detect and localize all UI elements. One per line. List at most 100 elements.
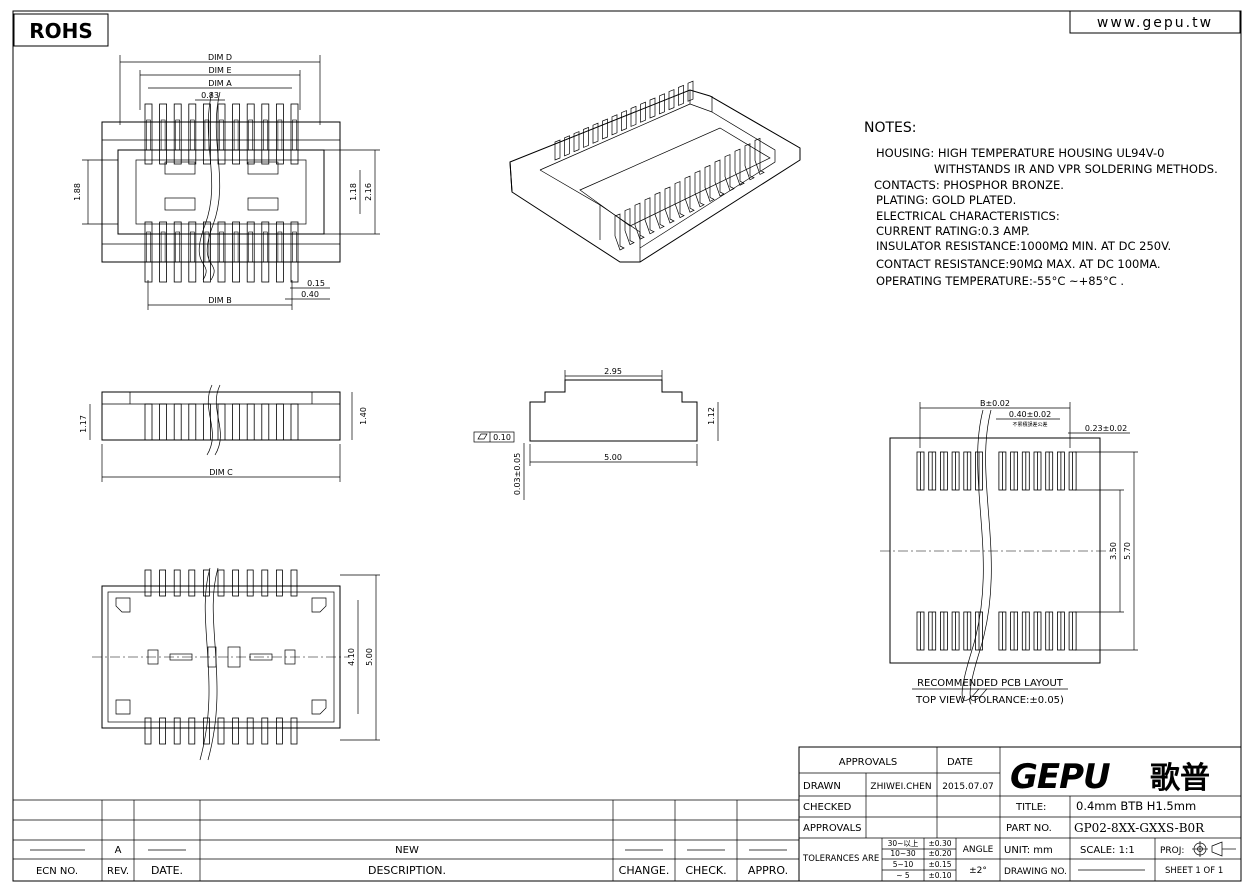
iso-contact [668, 89, 675, 111]
contact-pin [246, 103, 255, 165]
website-box [1069, 10, 1241, 34]
pcb-pitch-note: 不累積誤差公差 [1012, 421, 1047, 428]
pcb-b-label: B±0.02 [980, 399, 1010, 408]
front-pin [261, 403, 270, 441]
contact-pin-inner [175, 119, 180, 151]
note-line-1: HOUSING: HIGH TEMPERATURE HOUSING UL94V-… [876, 146, 1164, 160]
contact-pin [159, 221, 168, 283]
bottom-pin [173, 569, 181, 597]
dim-117-label: 1.17 [79, 415, 88, 433]
dim-112-label: 1.12 [707, 407, 716, 425]
iso-contact [644, 197, 655, 235]
header-check: CHECK. [685, 864, 726, 877]
iso-contact [734, 148, 745, 186]
header-description: DESCRIPTION. [368, 864, 446, 877]
contact-pin [144, 221, 153, 283]
title-block: APPROVALS DATE DRAWN ZHIWEI.CHEN 2015.07… [798, 746, 1242, 882]
website-label: www.gepu.tw [1097, 15, 1213, 31]
contact-pin [188, 103, 197, 165]
approvals-label: APPROVALS [803, 823, 862, 834]
front-pin [159, 403, 168, 441]
iso-contact [664, 186, 675, 224]
contact-pin [159, 103, 168, 165]
dim-b-label: DIM B [208, 296, 231, 305]
drawn-label: DRAWN [803, 781, 841, 792]
rev-value: A [115, 845, 122, 856]
dim-c-label: DIM C [209, 468, 233, 477]
iso-contact [649, 97, 656, 119]
front-pin [217, 403, 226, 441]
pcb-pitch-label: 0.40±0.02 [1009, 410, 1051, 419]
drawing-no-label: DRAWING NO. [1004, 867, 1067, 877]
contact-pin-inner [146, 119, 151, 151]
iso-contact [611, 114, 618, 136]
pcb-pad-width-label: 0.23±0.02 [1085, 424, 1127, 433]
side-view: 2.95 1.12 0.10 5.00 0.03±0.05 [473, 367, 719, 500]
iso-contact [573, 131, 580, 153]
tol-value-1: ±0.30 [929, 839, 952, 848]
contact-pin-inner [292, 119, 297, 151]
iso-contact [624, 208, 635, 246]
bottom-pin [290, 569, 298, 597]
rohs-label: ROHS [29, 19, 93, 43]
scale-label: SCALE: 1:1 [1080, 845, 1135, 856]
bottom-pin [159, 717, 167, 745]
dim-015-label: 0.15 [307, 279, 325, 288]
note-line-7: INSULATOR RESISTANCE:1000MΩ MIN. AT DC 2… [876, 239, 1171, 253]
dim-500-bottom-label: 5.00 [365, 648, 374, 666]
iso-contact [744, 143, 755, 181]
angle-tolerance: ±2° [969, 866, 987, 876]
part-no-value: GP02-8XX-GXXS-B0R [1074, 821, 1205, 835]
contact-pin [144, 103, 153, 165]
note-line-3: CONTACTS: PHOSPHOR BRONZE. [874, 178, 1064, 192]
coplanarity-label: 0.03±0.05 [513, 453, 522, 495]
tol-value-2: ±0.20 [929, 849, 952, 858]
description-value: NEW [395, 845, 419, 856]
iso-contact [687, 80, 694, 102]
note-line-5: ELECTRICAL CHARACTERISTICS: [876, 209, 1060, 223]
bottom-pin [232, 717, 240, 745]
bottom-view: 4.10 5.00 [92, 567, 380, 761]
top-view: DIM D DIM E DIM A 0.83 1.88 1.18 2 [73, 53, 380, 310]
contact-pin-inner [146, 231, 151, 263]
contact-pin [246, 221, 255, 283]
contact-pin-inner [190, 231, 195, 263]
dim-040-label: 0.40 [301, 290, 319, 299]
bottom-pin [217, 569, 225, 597]
contact-pin [202, 221, 211, 283]
revision-block: A NEW ECN NO. REV. DATE. DESCRIPTION. CH… [13, 799, 799, 881]
front-pin [188, 403, 197, 441]
rohs-box [13, 13, 109, 47]
tol-value-4: ±0.10 [929, 871, 952, 880]
bottom-pin [159, 569, 167, 597]
front-pin [232, 403, 241, 441]
bottom-pin [246, 717, 254, 745]
sheet-border [12, 10, 1242, 882]
contact-pin-inner [277, 119, 283, 151]
contact-pin [261, 221, 270, 283]
part-no-label: PART NO. [1006, 823, 1052, 834]
bottom-pin [144, 717, 152, 745]
tol-range-3: 5~10 [893, 860, 914, 869]
note-line-2: WITHSTANDS IR AND VPR SOLDERING METHODS. [934, 162, 1218, 176]
dim-140-label: 1.40 [359, 407, 368, 425]
note-line-9: OPERATING TEMPERATURE:-55°C ~+85°C . [876, 274, 1124, 288]
bottom-pin [261, 569, 269, 597]
bottom-pin [202, 569, 210, 597]
bottom-pin [232, 569, 240, 597]
iso-contact [714, 159, 725, 197]
contact-pin-inner [204, 231, 210, 263]
sheet-label: SHEET 1 OF 1 [1165, 866, 1223, 876]
front-pin [246, 403, 255, 441]
front-view: 1.17 1.40 DIM C [79, 384, 368, 482]
dim-216-label: 2.16 [364, 183, 373, 201]
contact-pin [202, 103, 211, 165]
iso-contact [614, 213, 625, 251]
tol-range-2: 10~30 [890, 849, 916, 858]
contact-pin [217, 221, 226, 283]
bottom-pin [290, 717, 298, 745]
dim-188-label: 1.88 [73, 183, 82, 201]
contact-pin-inner [262, 231, 268, 263]
title-label: TITLE: [1015, 802, 1046, 813]
